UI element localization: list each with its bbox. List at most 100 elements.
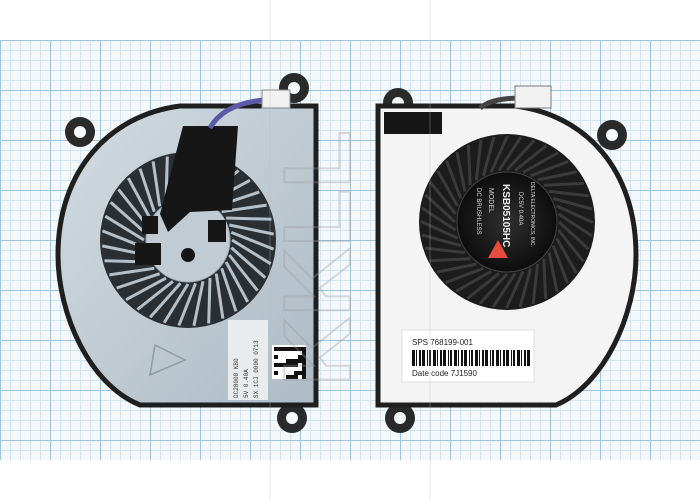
fan-blade	[228, 223, 275, 236]
fan-blade	[420, 220, 459, 240]
barcode-bar	[437, 350, 438, 366]
fan-blade	[162, 283, 190, 324]
fan-blade	[149, 282, 182, 319]
left-fan-label-line3: SX 1CJ 0000 0713	[253, 340, 260, 398]
barcode-bar	[482, 350, 484, 366]
barcode-bar	[503, 350, 505, 366]
fan-blade	[557, 212, 593, 238]
left-fan-connector	[261, 89, 291, 109]
barcode-bar	[464, 350, 467, 366]
fan-blade	[466, 145, 472, 186]
fan-blade	[555, 204, 594, 224]
datamatrix-cell	[294, 375, 298, 379]
datamatrix-cell	[286, 347, 290, 351]
fan-blade	[226, 216, 272, 221]
fan-blade	[531, 263, 540, 305]
fan-blade	[505, 270, 525, 309]
fan-blade	[466, 272, 500, 300]
right-fan-corner-tape	[384, 112, 442, 134]
fan-blade	[228, 254, 259, 292]
fan-blade	[177, 282, 197, 327]
fan-blade	[421, 206, 457, 232]
fan-blade	[514, 144, 548, 172]
fan-blade	[436, 262, 477, 274]
barcode-bar	[440, 350, 442, 366]
barcode-bar	[458, 350, 459, 366]
fan-blade	[109, 266, 155, 277]
fan-blade	[207, 278, 212, 324]
hub-model-prefix-text: MODEL	[487, 188, 494, 213]
fan-blade	[214, 273, 225, 319]
barcode-bar	[500, 350, 501, 366]
fan-blade	[230, 246, 267, 279]
fan-blade	[424, 193, 457, 224]
fan-blade	[424, 246, 466, 255]
fan-blade	[231, 238, 272, 266]
fan-blade	[104, 214, 145, 242]
barcode-bar	[490, 350, 491, 366]
barcode-bar	[469, 350, 470, 366]
left-fan-tape-pad	[208, 220, 226, 242]
barcode-bar	[479, 350, 480, 366]
barcode-bar	[524, 350, 526, 366]
barcode-bar	[521, 350, 522, 366]
left-fan-molded-mark	[149, 343, 187, 377]
fan-blade	[445, 266, 484, 284]
fan-blade	[455, 151, 467, 192]
fan-blade	[542, 258, 548, 299]
fan-blade	[551, 245, 569, 284]
hub-model-text: KSB05105HC	[500, 184, 511, 247]
datamatrix-cell	[302, 367, 306, 371]
fan-blade	[555, 237, 578, 274]
fan-blade	[151, 161, 162, 207]
fan-blade	[125, 276, 167, 302]
sps-label-text: SPS 768199-001	[412, 338, 473, 347]
datamatrix-cell	[302, 351, 306, 355]
barcode-bar	[492, 350, 494, 366]
datamatrix-cell	[282, 347, 286, 351]
right-fan-connector	[514, 85, 552, 109]
fan-blade	[230, 231, 275, 251]
datamatrix-cell	[282, 363, 286, 367]
fan-blade	[505, 139, 536, 172]
fan-blade	[430, 257, 471, 263]
fan-blade	[445, 160, 463, 199]
fan-blade	[221, 203, 267, 214]
datamatrix-cell	[278, 363, 282, 367]
datamatrix-cell	[286, 359, 290, 363]
fan-blade	[192, 280, 205, 327]
fan-blade	[220, 267, 238, 312]
fan-blade	[537, 170, 578, 182]
fan-blade	[530, 160, 569, 178]
watermark: KKLL	[263, 0, 431, 500]
datamatrix-cell	[294, 371, 298, 375]
datamatrix-cell	[302, 355, 306, 359]
hub-brushless-text: DC BRUSHLESS	[475, 188, 481, 235]
right-fan-label: SPS 768199-001 Date code 7J1590	[401, 329, 535, 383]
left-fan-mount-tabs	[65, 73, 309, 433]
fan-blade	[429, 181, 457, 215]
barcode-bar	[513, 350, 515, 366]
barcode-bar	[422, 350, 425, 366]
barcode-bar	[485, 350, 488, 366]
left-fan-tape-pad	[142, 216, 158, 234]
datamatrix-cell	[294, 363, 298, 367]
barcode-bar	[471, 350, 473, 366]
datamatrix-cell	[298, 355, 302, 359]
barcode-bar	[475, 350, 478, 366]
watermark-text: KKLL	[264, 130, 371, 386]
fan-blade	[497, 136, 523, 172]
barcode-bar	[506, 350, 509, 366]
datamatrix-cell	[274, 371, 278, 375]
fan-blade	[547, 252, 559, 293]
barcode-bar	[496, 350, 499, 366]
fan-blade	[557, 220, 590, 251]
left-fan-black-tape	[160, 126, 238, 232]
datamatrix-cell	[290, 359, 294, 363]
left-fan-hub-dot	[181, 248, 195, 262]
fan-blade	[518, 267, 533, 308]
fan-blade	[489, 135, 509, 174]
fan-blade	[109, 201, 146, 234]
left-fan-label-line1: DC28000 KB0	[233, 358, 240, 398]
